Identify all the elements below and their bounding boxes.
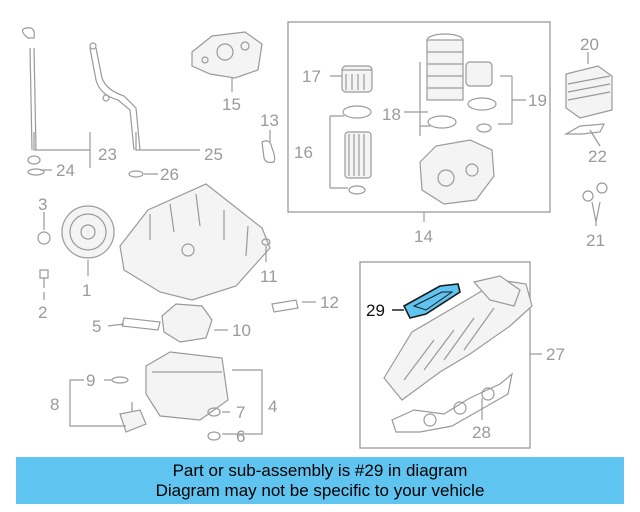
engine-cover-part[interactable] — [191, 31, 263, 79]
oil-cooler-part[interactable] — [565, 65, 613, 119]
callout-8: 8 — [50, 395, 59, 414]
callout-14: 14 — [414, 227, 433, 246]
callout-11: 11 — [260, 267, 278, 286]
callout-7: 7 — [236, 403, 245, 422]
oil-cooler-stack-part[interactable] — [426, 33, 497, 133]
plug-part-21a[interactable] — [582, 190, 594, 202]
oil-level-sensor-part[interactable] — [119, 409, 147, 433]
callout-6: 6 — [236, 427, 245, 446]
leader-lines — [33, 52, 601, 435]
banner-line-1: Part or sub-assembly is #29 in diagram — [172, 460, 468, 480]
callout-15: 15 — [222, 95, 241, 114]
callout-29: 29 — [366, 301, 385, 320]
callout-20: 20 — [580, 35, 599, 54]
assembly-box-14 — [287, 21, 551, 213]
dipstick-tube-part[interactable] — [89, 42, 144, 178]
callout-16: 16 — [294, 143, 313, 162]
gasket-part-5[interactable] — [121, 317, 161, 331]
crank-pulley-part[interactable] — [61, 205, 115, 259]
callout-5: 5 — [92, 317, 101, 336]
oil-pan-part[interactable] — [145, 351, 229, 421]
callout-24: 24 — [56, 161, 75, 180]
callout-13: 13 — [260, 111, 279, 130]
callout-18: 18 — [382, 105, 401, 124]
bolt-part-2[interactable] — [39, 269, 49, 288]
plug-part-6[interactable] — [207, 431, 221, 441]
callout-22: 22 — [588, 147, 607, 166]
callout-3: 3 — [38, 195, 47, 214]
plug-part-21b[interactable] — [596, 182, 608, 194]
engine-block-part[interactable] — [119, 183, 271, 301]
dipstick-part[interactable] — [21, 27, 45, 176]
callout-28: 28 — [472, 423, 491, 442]
plug-part-11[interactable] — [261, 238, 271, 246]
callout-25: 25 — [204, 145, 223, 164]
manifold-gasket-part[interactable] — [391, 372, 513, 433]
info-banner: Part or sub-assembly is #29 in diagram D… — [16, 457, 624, 504]
hose-part-13[interactable] — [261, 140, 276, 164]
pipe-part-12[interactable] — [271, 299, 299, 313]
parts-diagram: 23 24 25 26 15 13 17 16 18 19 20 22 21 1… — [21, 21, 613, 449]
intake-manifold-part[interactable] — [383, 275, 533, 401]
callout-26: 26 — [160, 165, 179, 184]
washer-part-3[interactable] — [37, 231, 51, 245]
callout-labels: 23 24 25 26 15 13 17 16 18 19 20 22 21 1… — [38, 35, 607, 446]
callout-2: 2 — [38, 303, 47, 322]
filter-housing-part[interactable] — [419, 139, 495, 205]
seal-part-9[interactable] — [111, 376, 129, 384]
callout-19: 19 — [528, 91, 547, 110]
callout-12: 12 — [320, 293, 339, 312]
oil-pump-part[interactable] — [161, 303, 213, 343]
callout-21: 21 — [586, 231, 605, 250]
callout-23: 23 — [98, 145, 117, 164]
banner-line-2: Diagram may not be specific to your vehi… — [155, 480, 485, 500]
callout-9: 9 — [86, 371, 95, 390]
oil-filter-part[interactable] — [341, 65, 373, 195]
plug-part-7[interactable] — [207, 407, 221, 417]
assembly-box-27 — [359, 261, 531, 449]
callout-1: 1 — [82, 281, 91, 300]
bracket-part-22[interactable] — [563, 123, 606, 135]
callout-10: 10 — [232, 321, 251, 340]
callout-4: 4 — [268, 397, 277, 416]
callout-27: 27 — [546, 345, 565, 364]
callout-17: 17 — [302, 67, 321, 86]
